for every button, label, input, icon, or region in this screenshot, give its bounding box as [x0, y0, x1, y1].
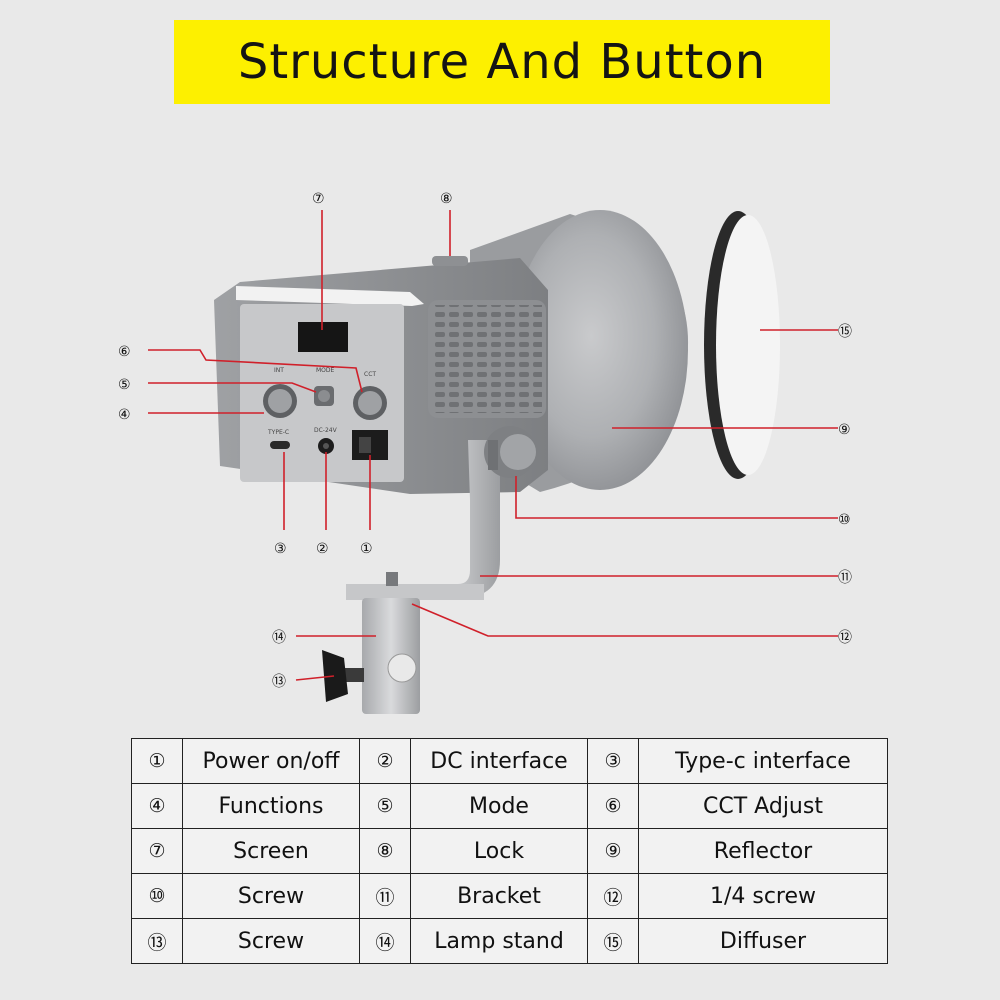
- legend-label: Reflector: [638, 828, 888, 874]
- callout-13: ⑬: [272, 674, 286, 690]
- legend-num: ①: [131, 738, 183, 784]
- callout-14: ⑭: [272, 630, 286, 646]
- legend-label: DC interface: [410, 738, 588, 784]
- lamp-body: INT MODE CCT TYPE-C DC-24V: [214, 256, 548, 494]
- legend-label: Screw: [182, 918, 360, 964]
- callout-15: ⑮: [838, 324, 852, 340]
- callout-9: ⑨: [838, 422, 851, 438]
- legend-label: CCT Adjust: [638, 783, 888, 829]
- legend-num: ⑮: [587, 918, 639, 964]
- screen: [298, 322, 348, 352]
- legend-num: ⑥: [587, 783, 639, 829]
- diffuser: [704, 211, 780, 479]
- legend-label: 1/4 screw: [638, 873, 888, 919]
- legend-label: Type-c interface: [638, 738, 888, 784]
- legend-label: Lamp stand: [410, 918, 588, 964]
- callout-10: ⑩: [838, 512, 851, 528]
- callout-6: ⑥: [118, 344, 131, 360]
- callout-3: ③: [274, 541, 287, 557]
- legend-label: Power on/off: [182, 738, 360, 784]
- legend-row: ⑩ Screw ⑪ Bracket ⑫ 1/4 screw: [131, 873, 888, 919]
- legend-num: ⑬: [131, 918, 183, 964]
- title-banner: Structure And Button: [174, 20, 830, 104]
- legend-label: Lock: [410, 828, 588, 874]
- lock-button: [432, 256, 468, 266]
- int-label: INT: [274, 367, 284, 374]
- product-diagram: INT MODE CCT TYPE-C DC-24V: [118, 191, 852, 714]
- bracket: [346, 426, 536, 600]
- callout-2: ②: [316, 541, 329, 557]
- legend-num: ⑨: [587, 828, 639, 874]
- legend-label: Screen: [182, 828, 360, 874]
- callout-numbers: ① ② ③ ④ ⑤ ⑥ ⑦ ⑧ ⑨ ⑩ ⑪ ⑫ ⑬ ⑭ ⑮: [118, 191, 852, 690]
- callout-12: ⑫: [838, 630, 852, 646]
- legend-num: ③: [587, 738, 639, 784]
- mode-label: MODE: [316, 367, 335, 374]
- legend-num: ⑩: [131, 873, 183, 919]
- callout-11: ⑪: [838, 570, 852, 586]
- callout-5: ⑤: [118, 377, 131, 393]
- page-title: Structure And Button: [237, 34, 767, 90]
- leader-lines: [148, 210, 838, 681]
- legend-label: Diffuser: [638, 918, 888, 964]
- legend-label: Screw: [182, 873, 360, 919]
- callout-4: ④: [118, 407, 131, 423]
- legend-num: ⑧: [359, 828, 411, 874]
- legend-row: ⑬ Screw ⑭ Lamp stand ⑮ Diffuser: [131, 918, 888, 964]
- legend-num: ⑤: [359, 783, 411, 829]
- legend-label: Bracket: [410, 873, 588, 919]
- legend-num: ④: [131, 783, 183, 829]
- dc-label: DC-24V: [314, 427, 338, 434]
- legend-row: ① Power on/off ② DC interface ③ Type-c i…: [131, 738, 888, 784]
- callout-8: ⑧: [440, 191, 453, 207]
- type-c-label: TYPE-C: [267, 429, 289, 436]
- legend-num: ⑦: [131, 828, 183, 874]
- legend-num: ⑭: [359, 918, 411, 964]
- type-c-port: [270, 441, 290, 449]
- legend-label: Functions: [182, 783, 360, 829]
- callout-1: ①: [360, 541, 373, 557]
- legend-table: ① Power on/off ② DC interface ③ Type-c i…: [131, 738, 888, 964]
- legend-row: ④ Functions ⑤ Mode ⑥ CCT Adjust: [131, 783, 888, 829]
- lamp-stand: [322, 572, 420, 714]
- legend-num: ⑫: [587, 873, 639, 919]
- cct-label: CCT: [364, 371, 376, 378]
- callout-7: ⑦: [312, 191, 325, 207]
- legend-num: ⑪: [359, 873, 411, 919]
- legend-num: ②: [359, 738, 411, 784]
- legend-row: ⑦ Screen ⑧ Lock ⑨ Reflector: [131, 828, 888, 874]
- legend-label: Mode: [410, 783, 588, 829]
